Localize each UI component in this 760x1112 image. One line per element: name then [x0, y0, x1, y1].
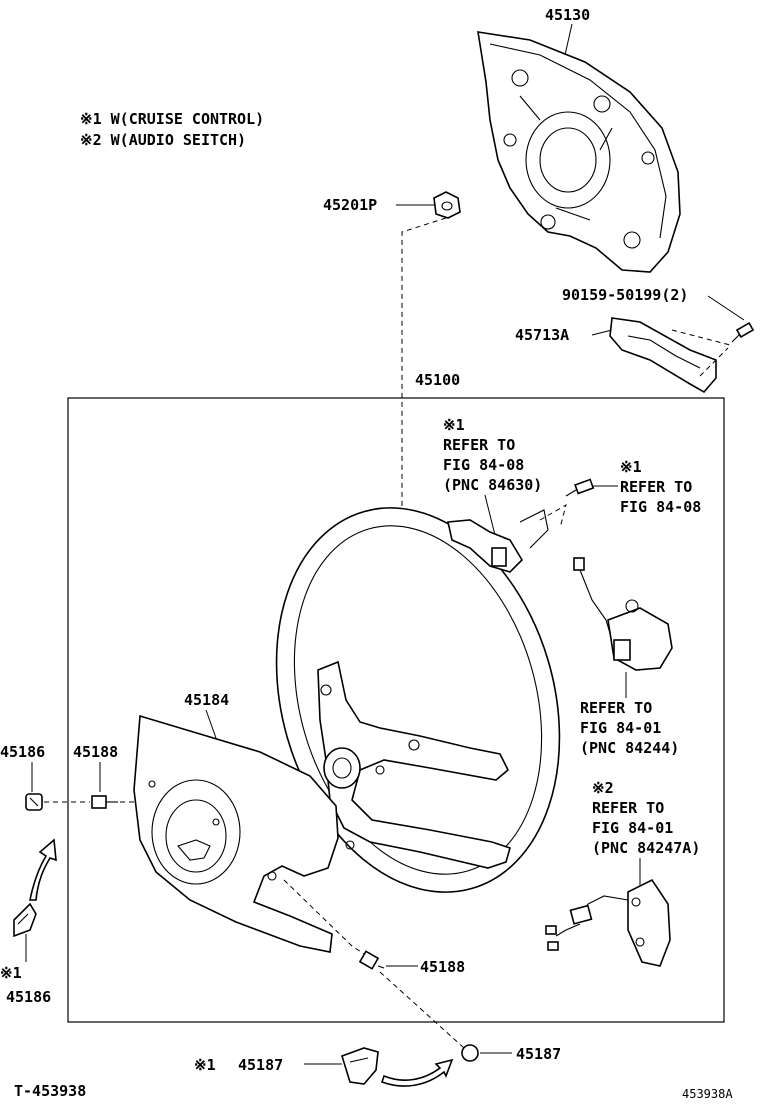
arrow-45187-alt: [380, 1058, 454, 1087]
label-45188-bottom: 45188: [420, 958, 465, 976]
refer-switch-mid-1: REFER TO: [580, 699, 652, 717]
label-45186-bottom: 45186: [6, 988, 51, 1006]
note-cruise-control: ※1 W(CRUISE CONTROL): [80, 110, 264, 128]
refer-switch-mid-2: FIG 84-01: [580, 719, 661, 737]
label-45184: 45184: [184, 691, 229, 709]
cruise-screw: [565, 478, 595, 497]
label-45186-mark: ※1: [0, 964, 22, 982]
label-45100: 45100: [415, 371, 460, 389]
cap-45187: [461, 1044, 479, 1062]
screw-90159: [731, 321, 755, 343]
refer-cruise-screw-2: REFER TO: [620, 478, 692, 496]
clip-45186: [25, 793, 43, 811]
screw-45188-top: [91, 795, 118, 809]
refer-audio-3: FIG 84-01: [592, 819, 673, 837]
refer-cruise-main-4: (PNC 84630): [443, 476, 542, 494]
leader-45713a: [591, 329, 613, 336]
refer-cruise-screw-3: FIG 84-08: [620, 498, 701, 516]
label-45713a: 45713A: [515, 326, 569, 344]
label-45187-mark: ※1: [194, 1056, 216, 1074]
dash-cover-to-45187: [283, 879, 365, 955]
leader-cruise-main: [484, 494, 496, 536]
nut-45201p: [433, 191, 461, 219]
label-45130: 45130: [545, 6, 590, 24]
label-45187-left: 45187: [238, 1056, 283, 1074]
steering-wheel-45100: [275, 507, 561, 893]
bracket-45713a: [609, 317, 731, 394]
refer-switch-mid-3: (PNC 84244): [580, 739, 679, 757]
leader-45184: [205, 709, 217, 739]
cruise-control-switch: [447, 503, 567, 573]
label-45188-top: 45188: [73, 743, 118, 761]
screw-45188-bottom: [358, 950, 385, 970]
clip-45186-alt: [13, 902, 37, 938]
footer-left-id: T-453938: [14, 1082, 86, 1100]
footer-right-id: 453938A: [682, 1087, 733, 1101]
refer-audio-2: REFER TO: [592, 799, 664, 817]
airbag-pad-45130: [477, 31, 681, 273]
steering-switch-84244: [573, 557, 673, 671]
lower-cover-45184: [133, 714, 339, 953]
refer-audio-4: (PNC 84247A): [592, 839, 700, 857]
assembly-frame-45100: [67, 397, 725, 1023]
cap-45187-alt: [341, 1047, 379, 1085]
note-audio-switch: ※2 W(AUDIO SEITCH): [80, 131, 246, 149]
refer-cruise-main-1: ※1: [443, 416, 465, 434]
label-45201p: 45201P: [323, 196, 377, 214]
refer-cruise-screw-1: ※1: [620, 458, 642, 476]
dash-45188-to-45187: [379, 971, 465, 1049]
refer-cruise-main-3: FIG 84-08: [443, 456, 524, 474]
leader-45130: [564, 23, 573, 56]
label-45187-right: 45187: [516, 1045, 561, 1063]
refer-audio-1: ※2: [592, 779, 614, 797]
refer-cruise-main-2: REFER TO: [443, 436, 515, 454]
leader-90159: [707, 295, 745, 321]
audio-switch-84247a: [545, 878, 671, 967]
label-90159: 90159-50199(2): [562, 286, 688, 304]
label-45186-top: 45186: [0, 743, 45, 761]
arrow-45186-alt: [29, 838, 57, 901]
